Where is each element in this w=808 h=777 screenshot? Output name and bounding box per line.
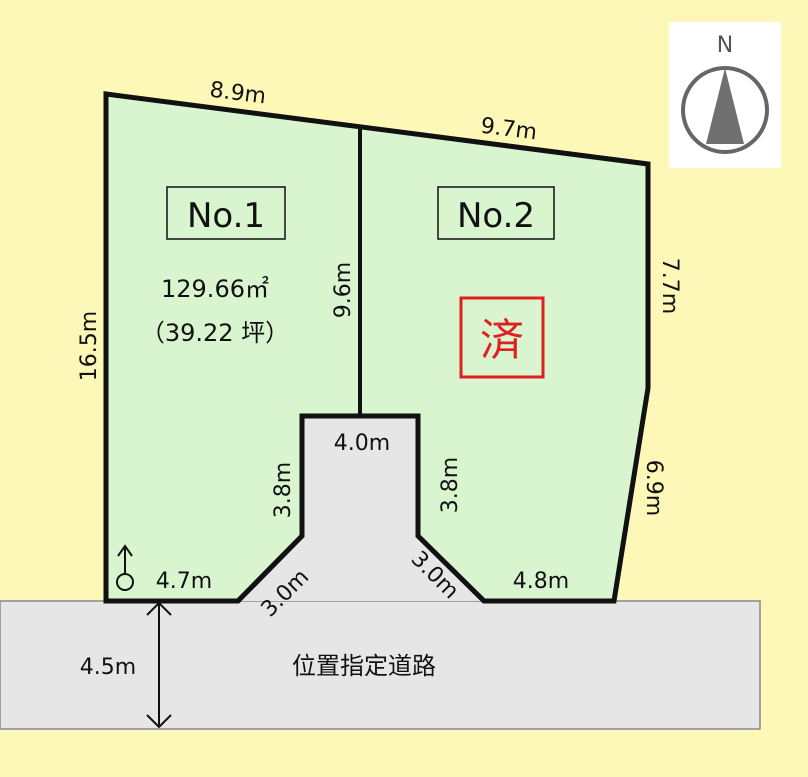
dim-notch-top: 4.0m [334,431,390,456]
dim-bottom-left: 4.7m [156,569,212,594]
lot-1-area-tsubo: （39.22 坪） [141,319,289,347]
road-width-arrow [146,601,172,729]
lot-1-label-box [166,186,286,240]
dim-right-upper: 7.7m [657,258,682,314]
measure-point-icon [116,544,134,591]
dim-left: 16.5m [77,311,102,381]
dim-divider: 9.6m [331,262,356,318]
dim-right-lower: 6.9m [641,460,666,516]
sold-stamp: 済 [480,315,524,366]
dim-road-width: 4.5m [80,655,136,680]
lot-2-label-box [437,186,555,240]
dim-top-right: 9.7m [479,114,538,146]
lot-2-label: No.2 [457,196,535,236]
lot-1-label: No.1 [187,196,265,236]
road [0,600,761,730]
north-label: N [717,33,733,58]
sold-stamp-box [459,296,545,379]
dim-bottom-right: 4.8m [513,569,569,594]
dim-top-left: 8.9m [208,78,267,110]
dim-notch-right: 3.8m [438,457,463,513]
dim-notch-left: 3.8m [271,462,296,518]
shared-driveway [238,416,484,601]
north-arrow-icon [669,22,781,168]
lot-1-area: 129.66㎡ [161,275,269,303]
road-label: 位置指定道路 [292,652,436,680]
